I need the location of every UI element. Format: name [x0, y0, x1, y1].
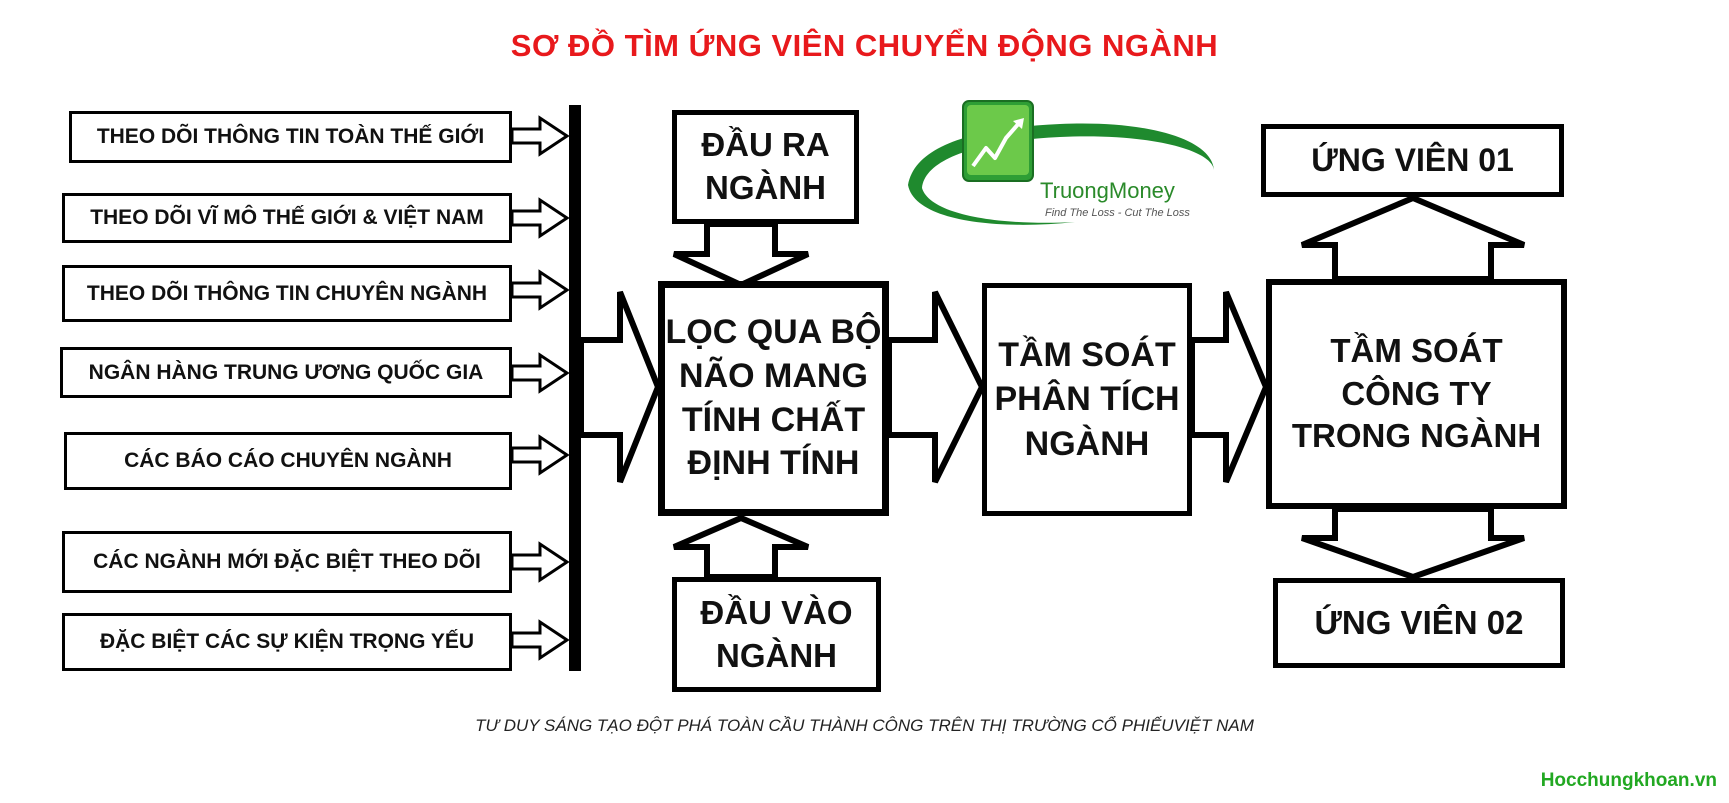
logo-slogan: Find The Loss - Cut The Loss	[1045, 207, 1190, 219]
candidate-02-box: ỨNG VIÊN 02	[1273, 578, 1565, 668]
input-arrow-6	[510, 541, 570, 583]
input-arrow-4	[510, 352, 570, 394]
logo-name: TruongMoney	[1040, 178, 1175, 203]
input-label-4: NGÂN HÀNG TRUNG ƯƠNG QUỐC GIA	[88, 360, 484, 384]
filter-box: LỌC QUA BỘ NÃO MANG TÍNH CHẤT ĐỊNH TÍNH	[658, 281, 889, 516]
input-box-1: THEO DÕI THÔNG TIN TOÀN THẾ GIỚI	[69, 111, 512, 163]
input-label-1: THEO DÕI THÔNG TIN TOÀN THẾ GIỚI	[96, 125, 485, 148]
input-box-2: THEO DÕI VĨ MÔ THẾ GIỚI & VIỆT NAM	[62, 193, 512, 243]
candidate-01-box: ỨNG VIÊN 01	[1261, 124, 1564, 197]
input-box-6: CÁC NGÀNH MỚI ĐẶC BIỆT THEO DÕI	[62, 531, 512, 593]
arrow-bus-to-filter	[578, 290, 662, 484]
input-box-7: ĐẶC BIỆT CÁC SỰ KIỆN TRỌNG YẾU	[62, 613, 512, 671]
input-box-5: CÁC BÁO CÁO CHUYÊN NGÀNH	[64, 432, 512, 490]
bus-bar	[569, 105, 581, 671]
arrow-company-to-candidate2	[1301, 506, 1525, 581]
input-arrow-7	[510, 619, 570, 661]
input-arrow-2	[510, 197, 570, 239]
footer-slogan: TƯ DUY SÁNG TẠO ĐỘT PHÁ TOÀN CẦU THÀNH C…	[475, 716, 1254, 735]
arrow-input-to-filter	[672, 514, 810, 580]
input-arrow-3	[510, 269, 570, 311]
input-box-4: NGÂN HÀNG TRUNG ƯƠNG QUỐC GIA	[60, 347, 512, 398]
arrow-industry-to-company	[1189, 290, 1270, 484]
input-arrow-1	[510, 115, 570, 157]
candidate-02-label: ỨNG VIÊN 02	[1314, 603, 1524, 641]
input-arrow-5	[510, 434, 570, 476]
arrow-company-to-candidate1	[1300, 194, 1526, 282]
input-label-2: THEO DÕI VĨ MÔ THẾ GIỚI & VIỆT NAM	[90, 206, 484, 229]
diagram-title: SƠ ĐỒ TÌM ỨNG VIÊN CHUYỂN ĐỘNG NGÀNH	[510, 28, 1219, 63]
input-label-6: CÁC NGÀNH MỚI ĐẶC BIỆT THEO DÕI	[93, 550, 481, 573]
website-label: Hocchungkhoan.vn	[1540, 770, 1717, 791]
input-label-3: THEO DÕI THÔNG TIN CHUYÊN NGÀNH	[86, 281, 488, 305]
output-box: ĐẦU RA NGÀNH	[672, 110, 859, 224]
company-screening-box: TẦM SOÁT CÔNG TY TRONG NGÀNH	[1266, 279, 1567, 509]
arrow-filter-to-industry	[886, 290, 986, 484]
industry-analysis-box: TẦM SOÁT PHÂN TÍCH NGÀNH	[982, 283, 1192, 516]
input-box-3: THEO DÕI THÔNG TIN CHUYÊN NGÀNH	[62, 265, 512, 322]
candidate-01-label: ỨNG VIÊN 01	[1311, 141, 1514, 178]
input-label-5: CÁC BÁO CÁO CHUYÊN NGÀNH	[124, 449, 452, 472]
input-label-7: ĐẶC BIỆT CÁC SỰ KIỆN TRỌNG YẾU	[99, 630, 475, 653]
arrow-output-to-filter	[672, 221, 810, 289]
input-industry-box: ĐẦU VÀO NGÀNH	[672, 577, 881, 692]
